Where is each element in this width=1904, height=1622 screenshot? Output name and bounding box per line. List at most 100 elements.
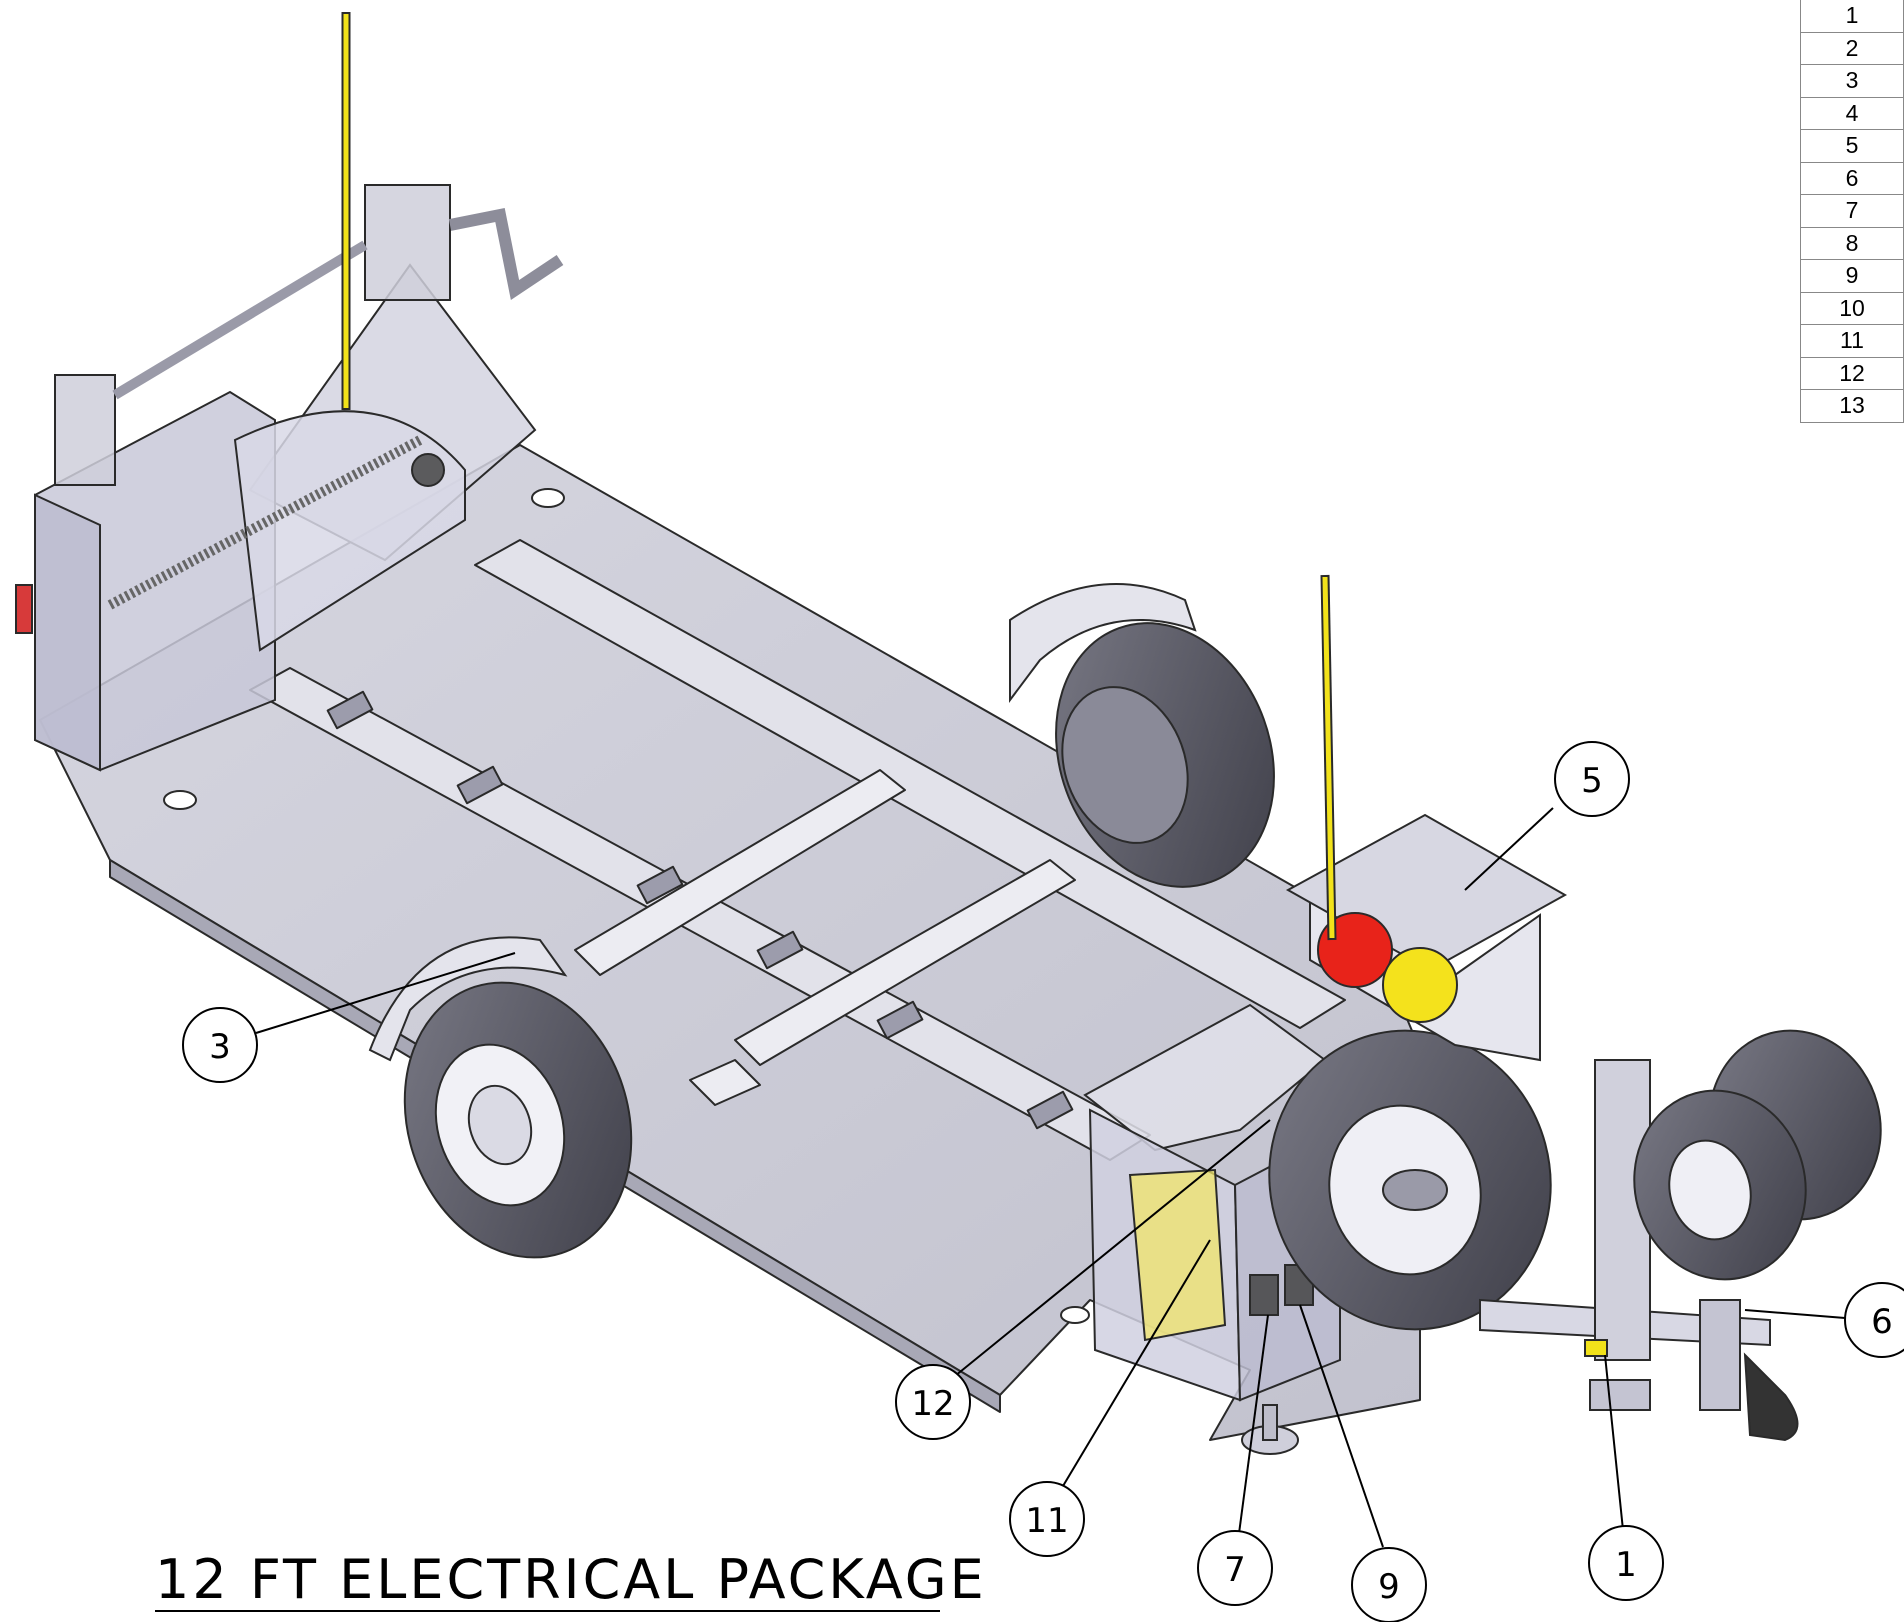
rim	[1061, 686, 1189, 844]
table-row: 8	[1800, 226, 1904, 260]
wheel-near-left	[368, 936, 633, 1259]
yellow-connector	[1584, 1339, 1608, 1357]
deck-hole	[1060, 1306, 1090, 1324]
leader-6	[1744, 1309, 1846, 1319]
leader-9	[1299, 1304, 1384, 1548]
pad	[636, 865, 684, 905]
winch-spring	[107, 435, 423, 610]
item-number-cell: 7	[1800, 194, 1904, 228]
signal-light-box	[1285, 813, 1568, 1062]
winch-drum	[233, 410, 466, 652]
table-row: 9	[1800, 259, 1904, 293]
item-number-cell: 9	[1800, 259, 1904, 293]
spare-rim	[1668, 1139, 1752, 1241]
wheel-near-right	[1268, 1029, 1552, 1331]
item-number-cell: 10	[1800, 291, 1904, 325]
item-number-cell: 2	[1800, 31, 1904, 65]
callout-9-label: 9	[1378, 1567, 1400, 1607]
hitch-coupler	[1743, 1352, 1799, 1442]
wheel-far-right	[1009, 583, 1275, 888]
red-tail-light	[15, 584, 33, 634]
parts-list-table: 1 2 3 4 5 6 7 8 9 10 11 12 13	[1800, 0, 1904, 423]
deck-hole	[163, 790, 197, 810]
leader-5	[1464, 807, 1554, 891]
drawing-title: 12 FT ELECTRICAL PACKAGE	[155, 1548, 987, 1611]
pad	[456, 765, 504, 805]
cross-member-2	[734, 859, 1076, 1066]
cross-member-3	[689, 1059, 761, 1106]
table-row: 10	[1800, 291, 1904, 325]
callout-1: 1	[1588, 1525, 1664, 1601]
table-row: 5	[1800, 129, 1904, 163]
hub	[467, 1084, 533, 1166]
front-antenna-fill	[1322, 576, 1335, 939]
item-number-cell: 5	[1800, 129, 1904, 163]
item-number-cell: 3	[1800, 64, 1904, 98]
fender	[1009, 583, 1197, 703]
switch-7	[1249, 1274, 1279, 1316]
item-number-cell: 12	[1800, 356, 1904, 390]
yellow-canister	[1128, 1168, 1227, 1342]
rear-post-right	[364, 184, 451, 301]
leader-3	[255, 952, 516, 1034]
callout-5-label: 5	[1581, 761, 1603, 801]
leader-lines	[255, 807, 1846, 1548]
pad	[326, 690, 374, 730]
leader-11	[1062, 1239, 1211, 1487]
callout-12-label: 12	[911, 1384, 954, 1424]
red-lamp	[1317, 912, 1393, 988]
table-row: 7	[1800, 194, 1904, 228]
foot-stem	[1262, 1404, 1278, 1441]
callout-11: 11	[1009, 1481, 1085, 1557]
rear-winch-housing	[15, 184, 564, 772]
hub	[1382, 1169, 1448, 1211]
leveling-foot	[1241, 1404, 1299, 1455]
rear-post-left	[54, 374, 116, 486]
callout-9: 9	[1351, 1547, 1427, 1622]
table-row: 3	[1800, 64, 1904, 98]
table-row: 2	[1800, 31, 1904, 65]
callout-1-label: 1	[1615, 1545, 1637, 1585]
item-number-cell: 13	[1800, 389, 1904, 423]
hitch-bracket	[1699, 1299, 1741, 1411]
callout-7-label: 7	[1224, 1550, 1246, 1590]
callout-3-label: 3	[209, 1027, 231, 1067]
table-row: 4	[1800, 96, 1904, 130]
item-number-cell: 6	[1800, 161, 1904, 195]
callout-6: 6	[1844, 1282, 1904, 1358]
leader-1	[1604, 1354, 1624, 1531]
table-row: 11	[1800, 324, 1904, 358]
callout-11-label: 11	[1025, 1501, 1068, 1541]
table-row: 1	[1800, 0, 1904, 33]
callout-3: 3	[182, 1007, 258, 1083]
table-row: 13	[1800, 389, 1904, 423]
jack-foot	[1589, 1379, 1651, 1411]
item-number-cell: 4	[1800, 96, 1904, 130]
crank-handle	[448, 207, 564, 300]
item-number-cell: 11	[1800, 324, 1904, 358]
callout-12: 12	[895, 1364, 971, 1440]
pad	[756, 930, 804, 970]
spare-wheels	[1633, 1029, 1882, 1281]
callout-6-label: 6	[1871, 1302, 1893, 1342]
leader-12	[954, 1119, 1271, 1377]
callout-5: 5	[1554, 741, 1630, 817]
item-number-cell: 8	[1800, 226, 1904, 260]
deck-hole	[531, 488, 565, 508]
table-row: 12	[1800, 356, 1904, 390]
control-box-rear-front	[34, 493, 101, 772]
cross-member-1	[574, 769, 906, 976]
yellow-lamp	[1382, 947, 1458, 1023]
table-row: 6	[1800, 161, 1904, 195]
rear-axle-bar	[112, 240, 368, 400]
callout-7: 7	[1197, 1530, 1273, 1606]
front-electrical-box	[1083, 1003, 1341, 1402]
pad	[876, 1000, 924, 1040]
callout-balloons: 5 3 6 12 11 7 9 1	[182, 741, 1904, 1622]
pad	[1026, 1090, 1074, 1130]
item-number-cell: 1	[1800, 0, 1904, 33]
fender	[368, 936, 568, 1062]
leader-7	[1237, 1314, 1269, 1542]
gear-wheel	[411, 453, 445, 487]
